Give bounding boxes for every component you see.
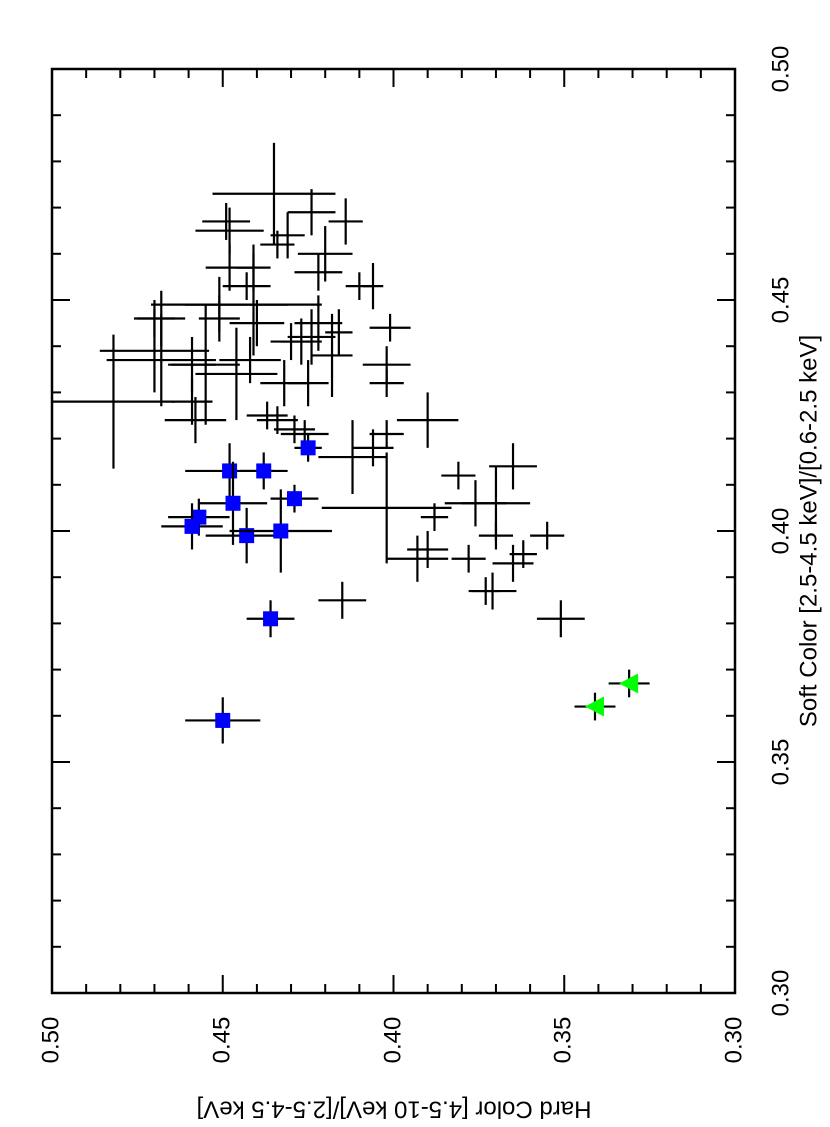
square-marker — [225, 495, 241, 511]
data-point — [171, 304, 240, 425]
right-tick-label-030: 0.30 — [767, 970, 794, 1017]
square-marker — [215, 712, 231, 728]
data-point — [536, 600, 585, 638]
bottom-tick-label-050: 0.50 — [37, 1017, 64, 1064]
data-point — [468, 572, 517, 610]
right-tick-label-050: 0.50 — [767, 46, 794, 93]
data-point — [164, 397, 227, 444]
data-point — [222, 272, 271, 300]
data-point — [287, 360, 329, 407]
data-point — [318, 581, 367, 619]
data-point — [52, 334, 175, 469]
data-point — [229, 489, 333, 573]
square-marker — [273, 523, 289, 539]
right-tick-label-045: 0.45 — [767, 277, 794, 324]
data-point — [205, 244, 254, 291]
data-point — [171, 378, 213, 425]
data-point — [321, 452, 452, 564]
data-point — [369, 420, 404, 448]
data-point — [509, 540, 537, 568]
data-point — [420, 503, 449, 531]
bottom-tick-label-040: 0.40 — [379, 1017, 406, 1064]
data-point — [219, 336, 281, 384]
axis-ticks — [52, 69, 735, 993]
bottom-tick-label-035: 0.35 — [549, 1017, 576, 1064]
data-point — [212, 142, 336, 245]
data-point — [161, 503, 223, 550]
data-point — [246, 401, 288, 430]
data-point — [294, 295, 343, 351]
data-point — [270, 212, 305, 259]
series-blue-squares — [161, 433, 333, 744]
data-point — [273, 415, 315, 444]
bottom-axis-title: Hard Color [4.5-10 keV]/[2.5-4.5 keV] — [197, 1096, 592, 1123]
data-point — [608, 669, 650, 698]
data-point — [270, 484, 319, 513]
data-point — [185, 253, 322, 356]
data-point — [185, 697, 261, 744]
data-point — [352, 429, 394, 467]
data-point — [386, 535, 449, 582]
square-marker — [256, 463, 272, 479]
data-point — [280, 318, 322, 365]
data-point — [239, 452, 288, 490]
data-point — [287, 189, 336, 236]
square-marker — [286, 491, 302, 507]
right-tick-label-035: 0.35 — [767, 739, 794, 786]
data-point — [441, 461, 476, 490]
series-black-crosses — [52, 142, 585, 638]
data-point — [318, 420, 387, 495]
data-point — [294, 253, 343, 291]
data-point — [246, 600, 295, 638]
data-point — [362, 263, 384, 310]
triangle-marker — [584, 696, 604, 717]
data-point — [369, 369, 404, 398]
data-point — [260, 230, 295, 259]
series-green-triangles — [574, 669, 650, 721]
bottom-tick-label-045: 0.45 — [208, 1017, 235, 1064]
data-point — [574, 692, 616, 721]
data-point — [311, 313, 353, 398]
data-point — [195, 327, 278, 421]
data-point — [369, 313, 411, 342]
data-point — [294, 433, 322, 462]
data-point — [492, 544, 534, 582]
data-point — [489, 443, 537, 490]
data-point — [328, 198, 363, 245]
square-marker — [263, 611, 279, 627]
data-point — [396, 392, 459, 448]
data-point — [198, 461, 268, 545]
right-axis-title: Soft Color [2.5-4.5 keV]/[0.6-2.5 keV] — [795, 335, 822, 727]
data-point — [478, 521, 514, 550]
data-point — [229, 300, 285, 347]
bottom-tick-label-030: 0.30 — [720, 1017, 747, 1064]
plot-frame — [50, 67, 737, 995]
data-point — [530, 521, 565, 550]
data-point — [325, 309, 353, 356]
data-point — [407, 531, 449, 568]
data-point — [202, 202, 251, 240]
square-marker — [184, 518, 200, 534]
square-marker — [300, 440, 316, 456]
right-tick-label-040: 0.40 — [767, 508, 794, 555]
data-point — [106, 313, 216, 407]
triangle-marker — [619, 673, 639, 694]
data-point — [451, 544, 486, 573]
data-points — [52, 142, 650, 744]
data-point — [99, 309, 210, 393]
square-marker — [222, 463, 238, 479]
